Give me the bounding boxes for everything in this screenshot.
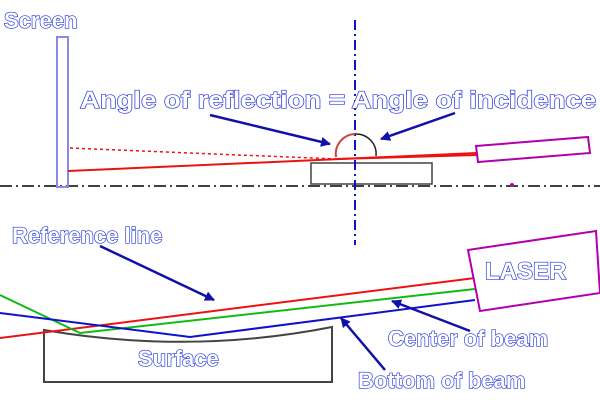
- angle-arc-incidence: [354, 133, 377, 157]
- mirror-block: [310, 162, 433, 185]
- pointer-arrow-center-of-beam: [391, 299, 471, 333]
- label-laser: LASER: [485, 258, 566, 285]
- incident-beam: [335, 154, 478, 160]
- pointer-arrow-reflection: [209, 113, 331, 147]
- laser-housing-top: [474, 135, 592, 164]
- label-bottom-of-beam: Bottom of beam: [358, 368, 525, 393]
- pointer-arrow-reference-line: [99, 244, 215, 302]
- reflected-beam-dotted: [69, 147, 337, 160]
- laser-housing: [466, 229, 600, 313]
- reference-line: [0, 277, 476, 339]
- label-angle-rule: Angle of reflection = Angle of incidence: [80, 87, 596, 114]
- angle-arc-reflection: [334, 133, 356, 158]
- bottom-of-beam-line: [0, 299, 476, 339]
- label-center-of-beam: Center of beam: [388, 326, 548, 351]
- pointer-arrow-incidence: [380, 111, 456, 141]
- label-screen: Screen: [4, 8, 77, 33]
- surface-block: [43, 325, 333, 383]
- screen: [56, 36, 69, 188]
- marker-dot: [510, 183, 514, 187]
- label-reference-line: Reference line: [12, 223, 162, 248]
- pointer-arrow-bottom-of-beam: [340, 317, 386, 371]
- label-surface: Surface: [138, 346, 219, 371]
- center-of-beam-line: [0, 288, 476, 335]
